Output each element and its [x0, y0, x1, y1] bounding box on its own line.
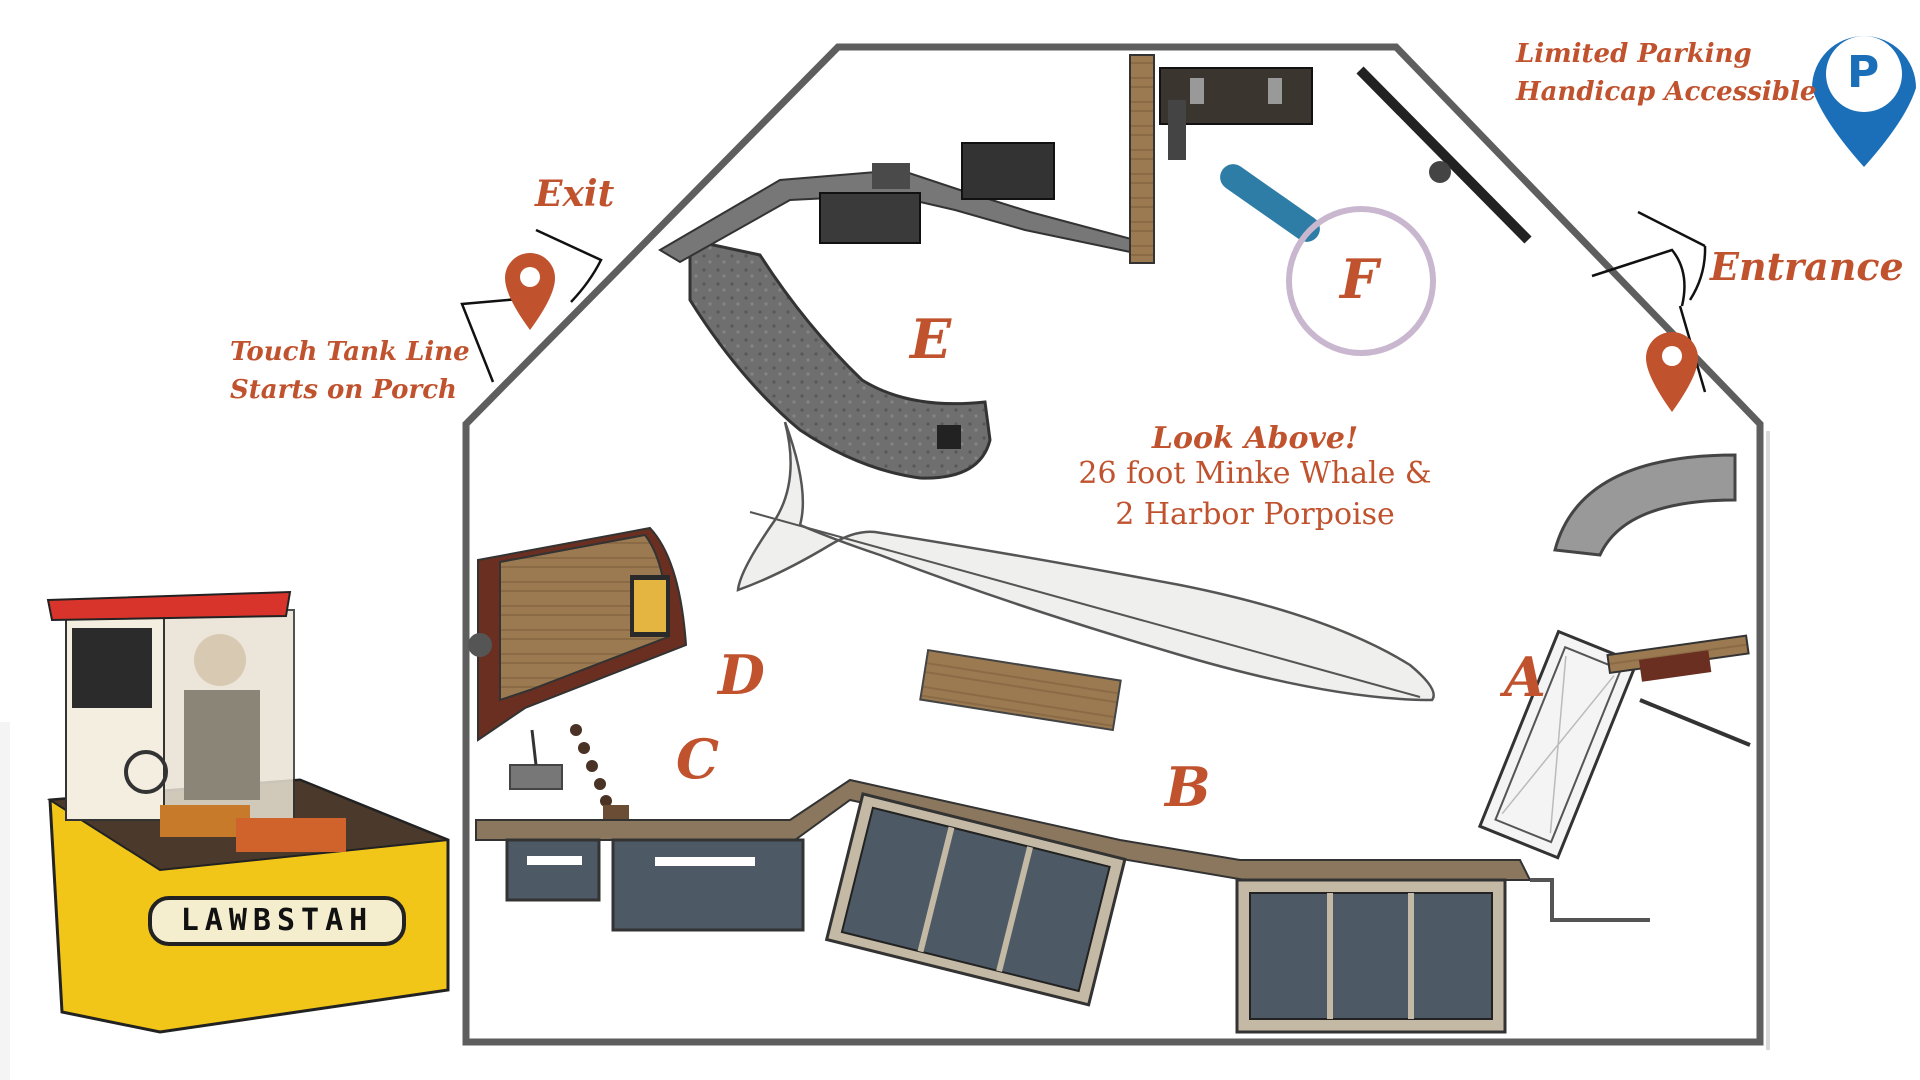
location-pin-icon	[1646, 332, 1698, 412]
zone-f-label: F	[1340, 247, 1379, 311]
boat-name-sign: LAWBSTAH	[148, 896, 406, 946]
touch-tank-note: Touch Tank Line Starts on Porch	[230, 334, 470, 409]
curved-bench	[1553, 453, 1737, 557]
zone-a-tank	[1477, 629, 1639, 860]
zone-e-bench	[688, 238, 992, 480]
whale-line-1: 26 foot Minke Whale &	[1078, 456, 1432, 491]
exit-label: Exit	[535, 173, 615, 215]
parking-note: Limited Parking Handicap Accessible	[1516, 36, 1816, 111]
zone-f-telescope	[1220, 164, 1320, 242]
entrance-label: Entrance	[1710, 244, 1904, 289]
parking-glyph: P	[1847, 47, 1880, 98]
zone-d-label: D	[718, 643, 765, 707]
parking-note-line2: Handicap Accessible	[1516, 76, 1817, 107]
zone-c-label: C	[676, 727, 719, 791]
zone-b-tank	[824, 792, 1127, 1007]
minke-whale	[736, 421, 1435, 702]
whale-line-2: 2 Harbor Porpoise	[1115, 496, 1395, 532]
zone-e-label: E	[910, 307, 952, 371]
zone-d-cabin	[468, 526, 688, 790]
zone-a-lower-tank	[1235, 878, 1507, 1034]
look-above-title: Look Above!	[1151, 421, 1359, 456]
zone-f-ring	[1286, 206, 1436, 356]
wood-bench	[919, 648, 1122, 732]
exit-door	[460, 228, 603, 383]
touch-tank-line1: Touch Tank Line	[230, 337, 470, 367]
zone-a-label: A	[1504, 645, 1546, 709]
lawbstah-boat-photo	[0, 590, 450, 1080]
parking-note-line1: Limited Parking	[1516, 39, 1752, 69]
zone-b-label: B	[1165, 755, 1211, 819]
touch-tank-line2: Starts on Porch	[230, 374, 457, 405]
look-above-note: Look Above! 26 foot Minke Whale & 2 Harb…	[1075, 424, 1435, 535]
location-pin-icon	[505, 253, 555, 330]
